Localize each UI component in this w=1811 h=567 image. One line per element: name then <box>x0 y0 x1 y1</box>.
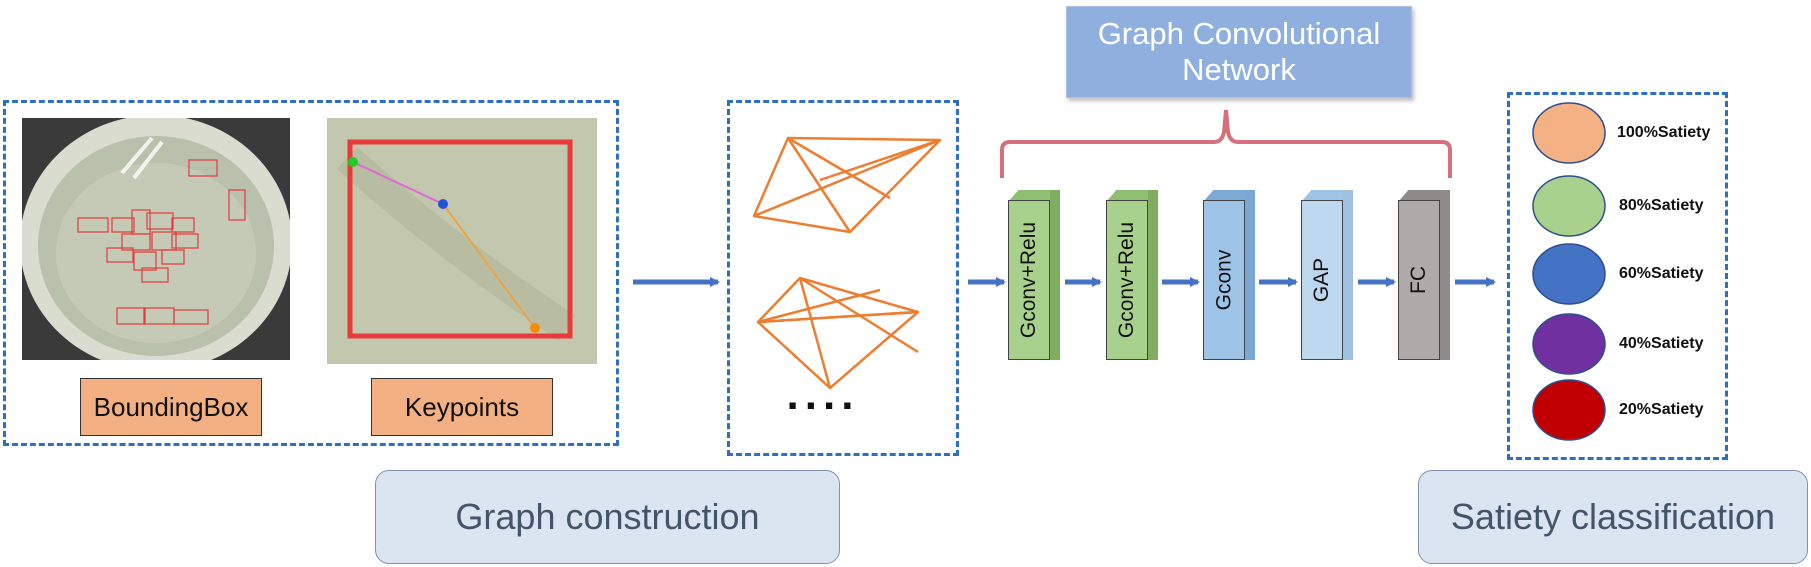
gcn-title-line2: Network <box>1182 52 1296 87</box>
class-label-20: 20%Satiety <box>1619 401 1704 418</box>
keypoints-label: Keypoints <box>371 378 553 436</box>
graph-panel <box>727 100 959 456</box>
class-ellipse-80 <box>1532 175 1606 237</box>
class-label-100: 100%Satiety <box>1617 124 1711 141</box>
bounding-box-label: BoundingBox <box>80 378 262 436</box>
layer-gconv-relu-2: Gconv+Relu <box>1106 190 1158 360</box>
graph-bottom <box>756 276 920 390</box>
class-label-80: 80%Satiety <box>1619 197 1704 214</box>
graph-ellipsis: .... <box>786 370 860 419</box>
class-ellipse-40 <box>1532 313 1606 375</box>
classification-panel <box>1507 92 1728 460</box>
class-ellipse-20 <box>1532 379 1606 441</box>
class-label-40: 40%Satiety <box>1619 335 1704 352</box>
class-ellipses <box>1532 102 1606 441</box>
class-ellipse-100 <box>1532 102 1606 164</box>
keypoints-image <box>327 118 597 364</box>
layer-label: Gconv <box>1212 249 1236 311</box>
satiety-classification-label: Satiety classification <box>1418 470 1808 564</box>
class-ellipse-60 <box>1532 243 1606 305</box>
layer-gap: GAP <box>1301 190 1353 360</box>
gcn-title-line1: Graph Convolutional <box>1097 16 1381 51</box>
layer-fc: FC <box>1398 190 1450 360</box>
layer-label: Gconv+Relu <box>1115 221 1138 339</box>
graph-top <box>752 136 942 234</box>
layer-gconv-relu-1: Gconv+Relu <box>1008 190 1060 360</box>
graph-construction-label: Graph construction <box>375 470 840 564</box>
layer-label: FC <box>1407 266 1430 294</box>
layer-label: GAP <box>1310 257 1334 303</box>
class-label-60: 60%Satiety <box>1619 265 1704 282</box>
layer-label: Gconv+Relu <box>1017 221 1040 339</box>
input-panel <box>3 100 619 446</box>
layer-gconv: Gconv <box>1203 190 1255 360</box>
gcn-brace <box>1000 109 1452 178</box>
bounding-box-image <box>20 115 292 371</box>
graph-illustration <box>752 136 942 390</box>
gcn-title: Graph Convolutional Network <box>1066 6 1412 98</box>
